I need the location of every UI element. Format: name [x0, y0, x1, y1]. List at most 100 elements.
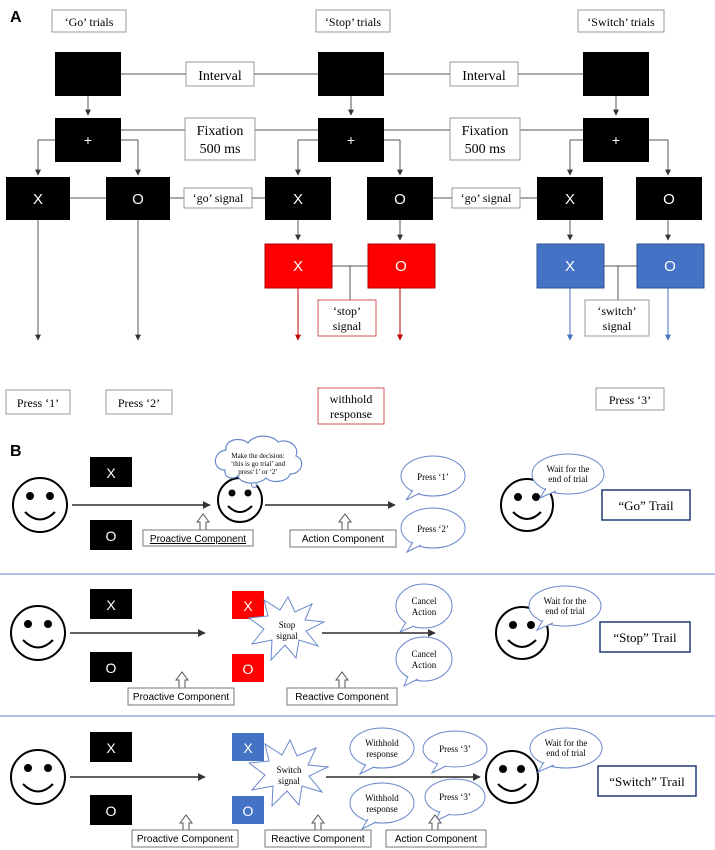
svg-text:Reactive Component: Reactive Component — [271, 834, 365, 845]
svg-text:Press ‘3’: Press ‘3’ — [439, 792, 471, 802]
svg-text:‘stop’: ‘stop’ — [333, 304, 361, 318]
svg-text:“Stop” Trail: “Stop” Trail — [613, 630, 677, 645]
proactive-component-switch: Proactive Component — [131, 814, 239, 848]
svg-text:Cancel: Cancel — [412, 649, 437, 659]
switch-blue-arrows — [567, 288, 671, 341]
svg-text:end of trial: end of trial — [545, 606, 585, 616]
svg-text:response: response — [330, 407, 372, 421]
reactive-component-stop: Reactive Component — [286, 671, 398, 706]
cancel-action-bubble-1: Cancel Action — [395, 583, 453, 634]
svg-text:O: O — [243, 803, 254, 819]
switch-b-o-box — [90, 795, 132, 825]
fixation-label-1: Fixation 500 ms — [184, 117, 256, 161]
panel-b-label: B — [10, 443, 22, 460]
svg-text:Interval: Interval — [198, 69, 242, 84]
svg-text:signal: signal — [603, 319, 632, 333]
smiley-icon — [10, 749, 66, 805]
stop-red-x-box: X — [264, 243, 333, 289]
svg-text:‘switch’: ‘switch’ — [597, 304, 636, 318]
svg-text:X: X — [243, 598, 253, 614]
svg-text:press‘1’ or ‘2’: press‘1’ or ‘2’ — [238, 468, 278, 476]
svg-text:O: O — [395, 258, 407, 275]
svg-text:Press ‘2’: Press ‘2’ — [118, 396, 160, 410]
stop-signal-burst: Stop signal — [247, 595, 326, 662]
svg-text:Interval: Interval — [462, 69, 506, 84]
stop-row: X O X O Stop signal Cancel Action Cancel… — [10, 583, 691, 706]
svg-text:Withhold: Withhold — [365, 738, 399, 748]
svg-text:withhold: withhold — [330, 392, 373, 406]
svg-text:O: O — [106, 528, 117, 544]
panel-a-label: A — [10, 9, 22, 26]
fixation-box-switch: + — [583, 118, 649, 162]
svg-text:‘go’ signal: ‘go’ signal — [461, 191, 512, 205]
wait-bubble-switch: Wait for the end of trial — [529, 727, 603, 774]
svg-text:‘go’ signal: ‘go’ signal — [193, 191, 244, 205]
go-signal-label-1: ‘go’ signal — [183, 187, 253, 209]
press-1-label: Press ‘1’ — [5, 389, 71, 415]
svg-text:Proactive Component: Proactive Component — [137, 834, 233, 845]
smiley-icon — [12, 477, 68, 533]
switch-b-x-box — [90, 732, 132, 762]
header-stop: ‘Stop’ trials — [315, 9, 391, 33]
switch-x-box: X — [537, 177, 603, 220]
svg-text:O: O — [664, 258, 676, 275]
svg-text:O: O — [132, 191, 144, 208]
svg-text:X: X — [106, 740, 116, 756]
svg-text:Action Component: Action Component — [302, 534, 384, 545]
go-trail-box: “Go” Trail — [601, 489, 691, 521]
blank-screen-switch — [583, 52, 649, 96]
stop-red-o-box: O — [367, 243, 436, 289]
svg-text:X: X — [106, 597, 116, 613]
stop-b-red-x — [232, 591, 264, 619]
switch-row: X O X O Switch signal Withhold response … — [10, 727, 697, 848]
svg-text:X: X — [243, 740, 253, 756]
stop-o-box: O — [367, 177, 433, 220]
header-switch: ‘Switch’ trials — [577, 9, 665, 33]
svg-text:Action: Action — [412, 607, 437, 617]
svg-text:Switch: Switch — [276, 765, 302, 775]
svg-text:Fixation: Fixation — [462, 124, 509, 139]
wait-bubble-stop: Wait for the end of trial — [528, 585, 602, 632]
svg-text:X: X — [293, 191, 303, 208]
svg-text:+: + — [347, 132, 355, 148]
action-component-go: Action Component — [289, 513, 397, 548]
svg-text:Press ‘3’: Press ‘3’ — [439, 744, 471, 754]
svg-text:‘this is go trial’ and: ‘this is go trial’ and — [231, 460, 286, 468]
svg-text:‘Switch’ trials: ‘Switch’ trials — [587, 15, 655, 29]
go-b-o-box — [90, 520, 132, 550]
smiley-icon — [500, 478, 554, 532]
svg-text:response: response — [366, 804, 398, 814]
svg-text:signal: signal — [333, 319, 362, 333]
svg-text:Proactive Component: Proactive Component — [133, 692, 229, 703]
svg-text:Wait for the: Wait for the — [544, 596, 587, 606]
svg-text:response: response — [366, 749, 398, 759]
switch-blue-o-box: O — [636, 243, 705, 289]
svg-text:Wait for the: Wait for the — [545, 738, 588, 748]
reactive-component-switch: Reactive Component — [264, 814, 372, 848]
fixation-label-2: Fixation 500 ms — [449, 117, 521, 161]
switch-b-blue-o — [232, 796, 264, 824]
withhold-response-label: withhold response — [317, 387, 385, 425]
switch-b-blue-x — [232, 733, 264, 761]
svg-text:X: X — [565, 258, 575, 275]
withhold-bubble-1: Withhold response — [349, 727, 415, 776]
svg-text:end of trial: end of trial — [548, 474, 588, 484]
blank-screen-stop — [318, 52, 384, 96]
svg-text:signal: signal — [276, 631, 298, 641]
press-3-label: Press ‘3’ — [595, 387, 665, 411]
switch-o-box: O — [636, 177, 702, 220]
stop-x-box: X — [265, 177, 331, 220]
svg-text:Action: Action — [412, 660, 437, 670]
go-b-x-box — [90, 457, 132, 487]
decision-thought-cloud: Make the decision: ‘this is go trial’ an… — [214, 435, 303, 488]
svg-text:O: O — [663, 191, 675, 208]
svg-text:Cancel: Cancel — [412, 596, 437, 606]
svg-text:O: O — [106, 803, 117, 819]
svg-text:Fixation: Fixation — [197, 124, 244, 139]
press-2-bubble: Press ‘2’ — [400, 507, 466, 554]
switch-signal-label: ‘switch’ signal — [584, 299, 650, 337]
stop-trail-box: “Stop” Trail — [599, 621, 691, 653]
svg-text:end of trial: end of trial — [546, 748, 586, 758]
fixation-box-stop: + — [318, 118, 384, 162]
